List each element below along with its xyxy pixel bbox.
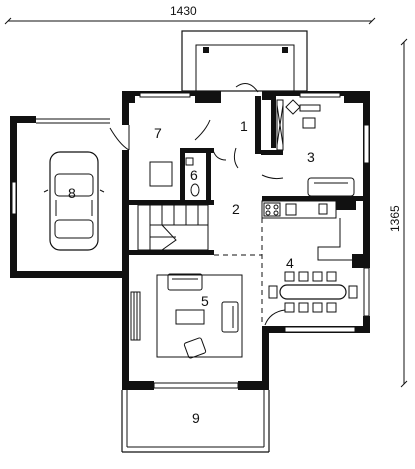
kitchen-counter [261,200,357,261]
car-icon [43,151,105,251]
room-5: 5 [133,273,243,359]
width-dimension-label: 1430 [170,4,197,18]
room-2-label: 2 [232,201,240,217]
height-dimension-label: 1365 [388,205,402,232]
top-terrace [181,30,308,92]
room-1-label: 1 [240,118,248,134]
height-dimension: 1365 [388,38,408,388]
doors [109,82,286,326]
room-8-label: 8 [68,185,76,201]
room-6-label: 6 [190,167,198,183]
garage: 8 [10,116,124,278]
room-6: 6 [185,157,200,197]
room-9-label: 9 [192,410,200,426]
room-9: 9 [121,390,270,453]
room-7: 7 [149,125,173,187]
room-4: 4 [268,255,358,313]
width-dimension: 1430 [4,4,376,25]
interior-walls [129,96,363,255]
room-3-label: 3 [307,149,315,165]
staircase [137,204,209,251]
room-3: 3 [276,99,355,197]
outer-walls [122,91,370,390]
room-5-label: 5 [201,293,209,309]
room-7-label: 7 [154,125,162,141]
room-4-label: 4 [286,255,294,271]
